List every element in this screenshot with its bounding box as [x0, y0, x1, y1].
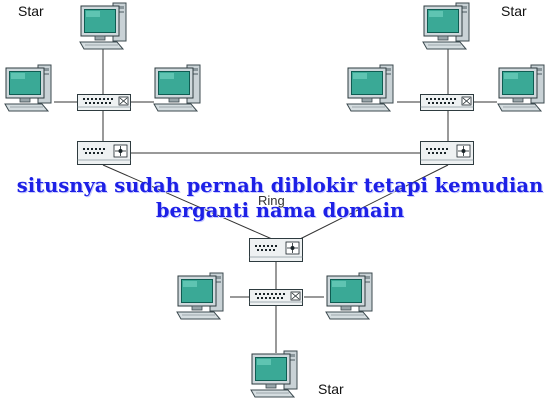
computer-icon [4, 64, 52, 112]
computer-icon [79, 2, 127, 50]
computer-icon [176, 272, 224, 320]
computer-icon [250, 350, 298, 398]
star-label-top-left: Star [18, 3, 44, 19]
switch-icon [420, 141, 474, 165]
computer-icon [153, 64, 201, 112]
star-label-top-right: Star [501, 3, 527, 19]
overlay-text-line-1: situsnya sudah pernah diblokir tetapi ke… [16, 174, 544, 197]
switch-icon [77, 141, 131, 165]
hub-icon [249, 289, 303, 306]
star-label-bottom: Star [318, 381, 344, 397]
hub-icon [420, 94, 474, 111]
computer-icon [497, 64, 545, 112]
hub-icon [77, 94, 131, 111]
connections [54, 46, 497, 353]
computer-icon [422, 2, 470, 50]
computer-icon [325, 272, 373, 320]
ring-link-left [102, 164, 273, 240]
computer-icon [346, 64, 394, 112]
overlay-text-line-2: berganti nama domain [155, 199, 405, 222]
ring-label: Ring [258, 193, 285, 208]
switch-icon [249, 238, 303, 262]
ring-link-right [299, 164, 449, 240]
